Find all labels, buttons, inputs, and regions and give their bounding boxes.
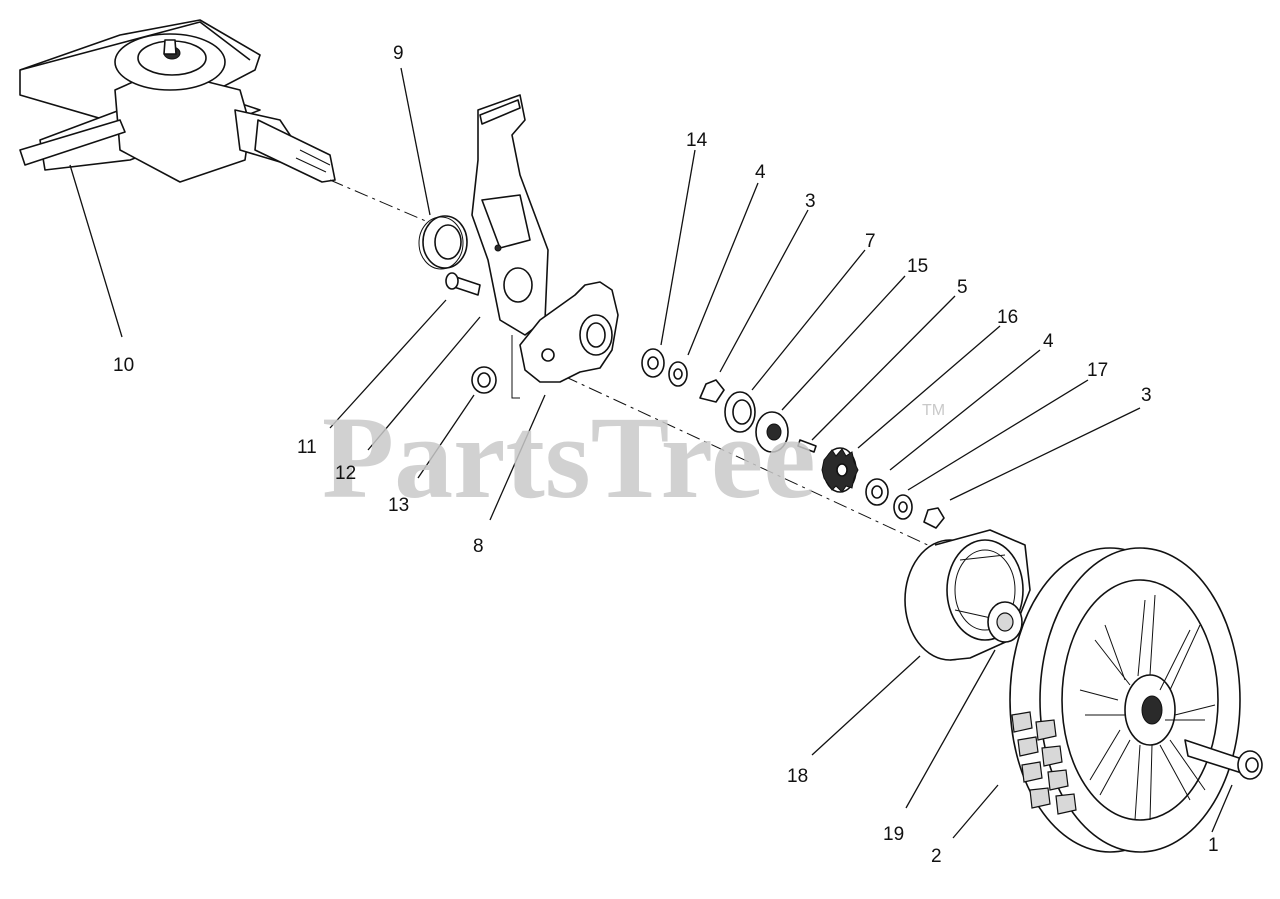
callout-5: 5 (957, 277, 968, 298)
callout-17: 17 (1087, 360, 1108, 381)
watermark-trademark: TM (922, 402, 945, 419)
washer-4 (668, 361, 688, 387)
spacer-17 (893, 494, 913, 520)
bearing-15 (755, 411, 789, 453)
wheel-bracket-plate (511, 281, 619, 399)
transmission-assembly (19, 19, 336, 183)
callout-18: 18 (787, 766, 808, 787)
callout-13: 13 (388, 495, 409, 516)
axle-bolt (1184, 739, 1263, 780)
callout-7: 7 (865, 231, 876, 252)
height-adjust-bracket (471, 94, 549, 336)
callout-12: 12 (335, 463, 356, 484)
callout-2: 2 (931, 846, 942, 867)
seal-ring (418, 215, 468, 270)
washer-4b (865, 478, 889, 506)
watermark-text: PartsTree (322, 392, 816, 523)
callout-1: 1 (1208, 835, 1219, 856)
axle-centerline-2 (539, 364, 961, 561)
wheel (1009, 547, 1241, 853)
bolt (445, 272, 481, 296)
key-5 (797, 439, 817, 453)
callout-4: 4 (755, 162, 766, 183)
pinion-gear (821, 447, 859, 493)
callout-15: 15 (907, 256, 928, 277)
callout-14: 14 (686, 130, 708, 151)
retaining-clip-3b (923, 507, 945, 529)
leader-lines (69, 67, 1233, 839)
washer-19 (987, 601, 1023, 643)
retaining-clip-3 (699, 379, 725, 403)
callout-9: 9 (393, 43, 404, 64)
callout-4: 4 (1043, 331, 1054, 352)
partstree-watermark: PartsTree TM (322, 392, 945, 523)
bearing-7 (724, 391, 756, 433)
nut (471, 366, 497, 394)
callout-10: 10 (113, 355, 134, 376)
callout-3: 3 (1141, 385, 1152, 406)
callouts: 1 2 3 3 4 4 5 7 8 9 10 11 12 13 14 15 16… (113, 43, 1219, 867)
callout-8: 8 (473, 536, 484, 557)
callout-16: 16 (997, 307, 1018, 328)
callout-3: 3 (805, 191, 816, 212)
callout-19: 19 (883, 824, 904, 845)
washer-14 (641, 348, 665, 378)
callout-11: 11 (297, 437, 317, 458)
